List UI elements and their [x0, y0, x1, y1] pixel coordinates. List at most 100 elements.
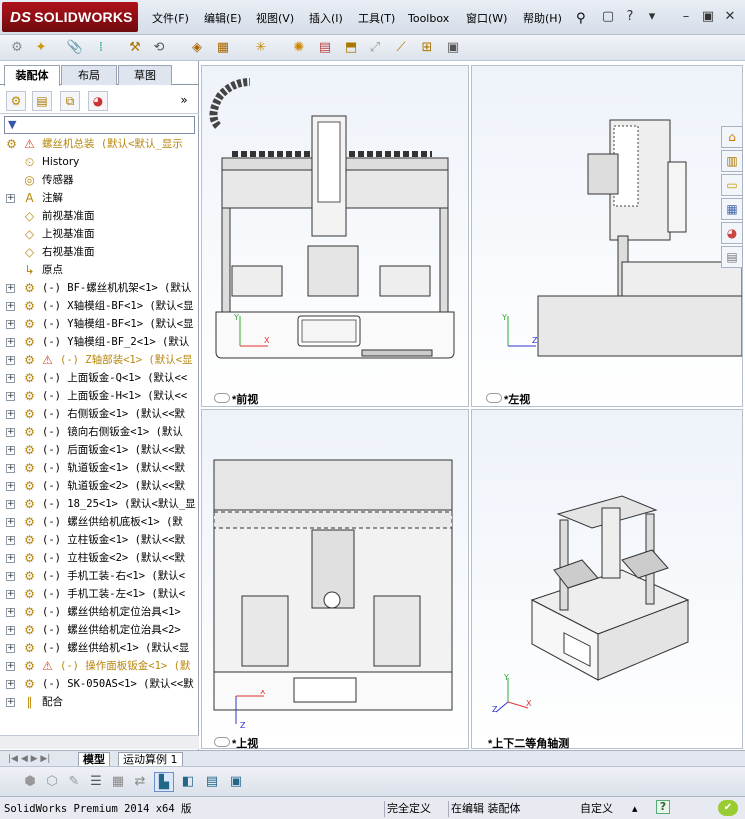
expand-toggle[interactable]: + [6, 571, 15, 581]
menu-edit[interactable]: 编辑(E) [204, 12, 242, 25]
expand-toggle[interactable]: + [6, 463, 15, 473]
color-icon[interactable]: ✎ [68, 774, 80, 789]
hide-show-icon[interactable]: ⬢ [24, 774, 36, 789]
tab-assembly[interactable]: 装配体 [4, 65, 60, 86]
tree-item[interactable]: ◎传感器 [0, 171, 199, 189]
explode-line-icon[interactable]: ⤢ [369, 40, 381, 55]
rebuild-icon[interactable]: ✔ [718, 800, 738, 816]
menu-help[interactable]: 帮助(H) [523, 12, 562, 25]
expand-toggle[interactable]: + [6, 193, 15, 203]
tab-model[interactable]: 模型 [78, 752, 110, 767]
tree-item[interactable]: +⚙(-) 螺丝供给机定位治具<1> [0, 603, 199, 621]
tab-layout[interactable]: 布局 [61, 65, 117, 85]
minimize-icon[interactable]: – [682, 9, 690, 24]
tree-item[interactable]: +⚙(-) Y轴模组-BF<1> (默认<显 [0, 315, 199, 333]
help-icon[interactable]: ? [656, 800, 670, 814]
edit-component-icon[interactable]: ⚙ [11, 40, 23, 55]
tree-item[interactable]: +⚙(-) 上面钣金-Q<1> (默认<< [0, 369, 199, 387]
interference-icon[interactable]: ⟋ [396, 40, 406, 55]
tree-item[interactable]: +⚙(-) 上面钣金-H<1> (默认<< [0, 387, 199, 405]
pin-icon[interactable]: ⚲ [576, 11, 586, 26]
expand-toggle[interactable]: + [6, 499, 15, 509]
smart-fasteners-icon[interactable]: ⚒ [129, 40, 141, 55]
linear-pattern-icon[interactable]: ⁞ [98, 40, 104, 55]
tab-scroll-arrows[interactable]: |◀ ◀ ▶ ▶| [8, 754, 51, 764]
restore-icon[interactable]: ▣ [701, 9, 715, 24]
expand-toggle[interactable]: + [6, 553, 15, 563]
tree-item[interactable]: ◇右视基准面 [0, 243, 199, 261]
expand-toggle[interactable]: + [6, 679, 15, 689]
tree-item[interactable]: +⚙(-) 螺丝供给机定位治具<2> [0, 621, 199, 639]
cube-icon[interactable]: ◧ [181, 774, 195, 789]
property-manager-icon[interactable]: ▤ [32, 91, 52, 111]
tree-item[interactable]: +⚙(-) 轨道钣金<2> (默认<<默 [0, 477, 199, 495]
expand-toggle[interactable]: + [6, 283, 15, 293]
more-icon[interactable]: » [180, 93, 188, 107]
tree-root[interactable]: ⚙ ⚠ 螺丝机总装 (默认<默认_显示 [0, 135, 199, 153]
menu-toolbox[interactable]: Toolbox [408, 12, 450, 25]
list-icon[interactable]: ☰ [90, 774, 102, 789]
graphics-area[interactable]: ⌕ ⤡ ◧ ⬚ ◫ ◐ ◕ ✿ ▣ ▭ ▯ – ▣ ✕ [199, 61, 745, 750]
expand-toggle[interactable]: + [6, 445, 15, 455]
tree-item[interactable]: +⚙(-) 立柱钣金<2> (默认<<默 [0, 549, 199, 567]
status-custom[interactable]: 自定义 [580, 802, 613, 815]
menu-tools[interactable]: 工具(T) [358, 12, 396, 25]
new-motion-study-icon[interactable]: ✺ [293, 40, 305, 55]
file-explorer-icon[interactable]: ▭ [721, 174, 743, 196]
tree-item[interactable]: +⚙⚠(-) Z轴部装<1> (默认<显 [0, 351, 199, 369]
tree-item[interactable]: +⚙(-) 手机工装-右<1> (默认< [0, 567, 199, 585]
tree-item[interactable]: +∥配合 [0, 693, 199, 711]
expand-toggle[interactable]: + [6, 481, 15, 491]
view-palette-icon[interactable]: ▦ [721, 198, 743, 220]
expand-toggle[interactable]: + [6, 427, 15, 437]
assembly-features-icon[interactable]: ▦ [216, 40, 230, 55]
instant3d-icon[interactable]: ▣ [446, 40, 460, 55]
appearances-icon[interactable]: ◕ [721, 222, 743, 244]
tree-item[interactable]: +⚙(-) 右侧钣金<1> (默认<<默 [0, 405, 199, 423]
expand-toggle[interactable]: + [6, 643, 15, 653]
help-dropdown-icon[interactable]: ? [626, 9, 634, 24]
expand-icon[interactable]: ▾ [648, 9, 656, 24]
tree-item[interactable]: +⚙(-) Y轴模组-BF_2<1> (默认 [0, 333, 199, 351]
expand-toggle[interactable]: + [6, 661, 15, 671]
insert-component-icon[interactable]: ✦ [35, 40, 47, 55]
custom-properties-icon[interactable]: ▤ [721, 246, 743, 268]
expand-toggle[interactable]: + [6, 355, 15, 365]
tree-item[interactable]: ⏲History [0, 153, 199, 171]
expand-toggle[interactable]: + [6, 337, 15, 347]
tree-item[interactable]: +⚙(-) 轨道钣金<1> (默认<<默 [0, 459, 199, 477]
tree-item[interactable]: +⚙(-) 手机工装-左<1> (默认< [0, 585, 199, 603]
design-library-icon[interactable]: ▥ [721, 150, 743, 172]
move-component-icon[interactable]: ⟲ [153, 40, 165, 55]
unit-arrow-icon[interactable]: ▴ [632, 802, 638, 815]
menu-view[interactable]: 视图(V) [256, 12, 295, 25]
exploded-view-icon[interactable]: ⬒ [344, 40, 358, 55]
expand-toggle[interactable]: + [6, 301, 15, 311]
tab-sketch[interactable]: 草图 [118, 65, 172, 85]
split-icon[interactable]: ⇄ [134, 774, 146, 789]
expand-toggle[interactable]: + [6, 625, 15, 635]
tree-item[interactable]: +⚙(-) 立柱钣金<1> (默认<<默 [0, 531, 199, 549]
tree-item[interactable]: ◇上视基准面 [0, 225, 199, 243]
chart-icon[interactable]: ▙ [154, 772, 174, 792]
expand-toggle[interactable]: + [6, 697, 15, 707]
reference-geometry-icon[interactable]: ✳ [255, 40, 267, 55]
tree-item[interactable]: +⚙⚠(-) 操作面板钣金<1> (默 [0, 657, 199, 675]
expand-toggle[interactable]: + [6, 589, 15, 599]
close-icon[interactable]: ✕ [724, 9, 736, 24]
tab-motion-study[interactable]: 运动算例 1 [118, 752, 183, 767]
tree-item[interactable]: +⚙(-) 后面钣金<1> (默认<<默 [0, 441, 199, 459]
configuration-manager-icon[interactable]: ⧉ [60, 91, 80, 111]
transparency-icon[interactable]: ⬡ [46, 774, 58, 789]
tree-item[interactable]: +⚙(-) 螺丝供给机<1> (默认<显 [0, 639, 199, 657]
table-icon[interactable]: ▤ [205, 774, 219, 789]
expand-toggle[interactable]: + [6, 319, 15, 329]
show-hidden-icon[interactable]: ◈ [192, 40, 202, 55]
tree-item[interactable]: +⚙(-) 镜向右侧钣金<1> (默认 [0, 423, 199, 441]
clearance-icon[interactable]: ⊞ [421, 40, 433, 55]
